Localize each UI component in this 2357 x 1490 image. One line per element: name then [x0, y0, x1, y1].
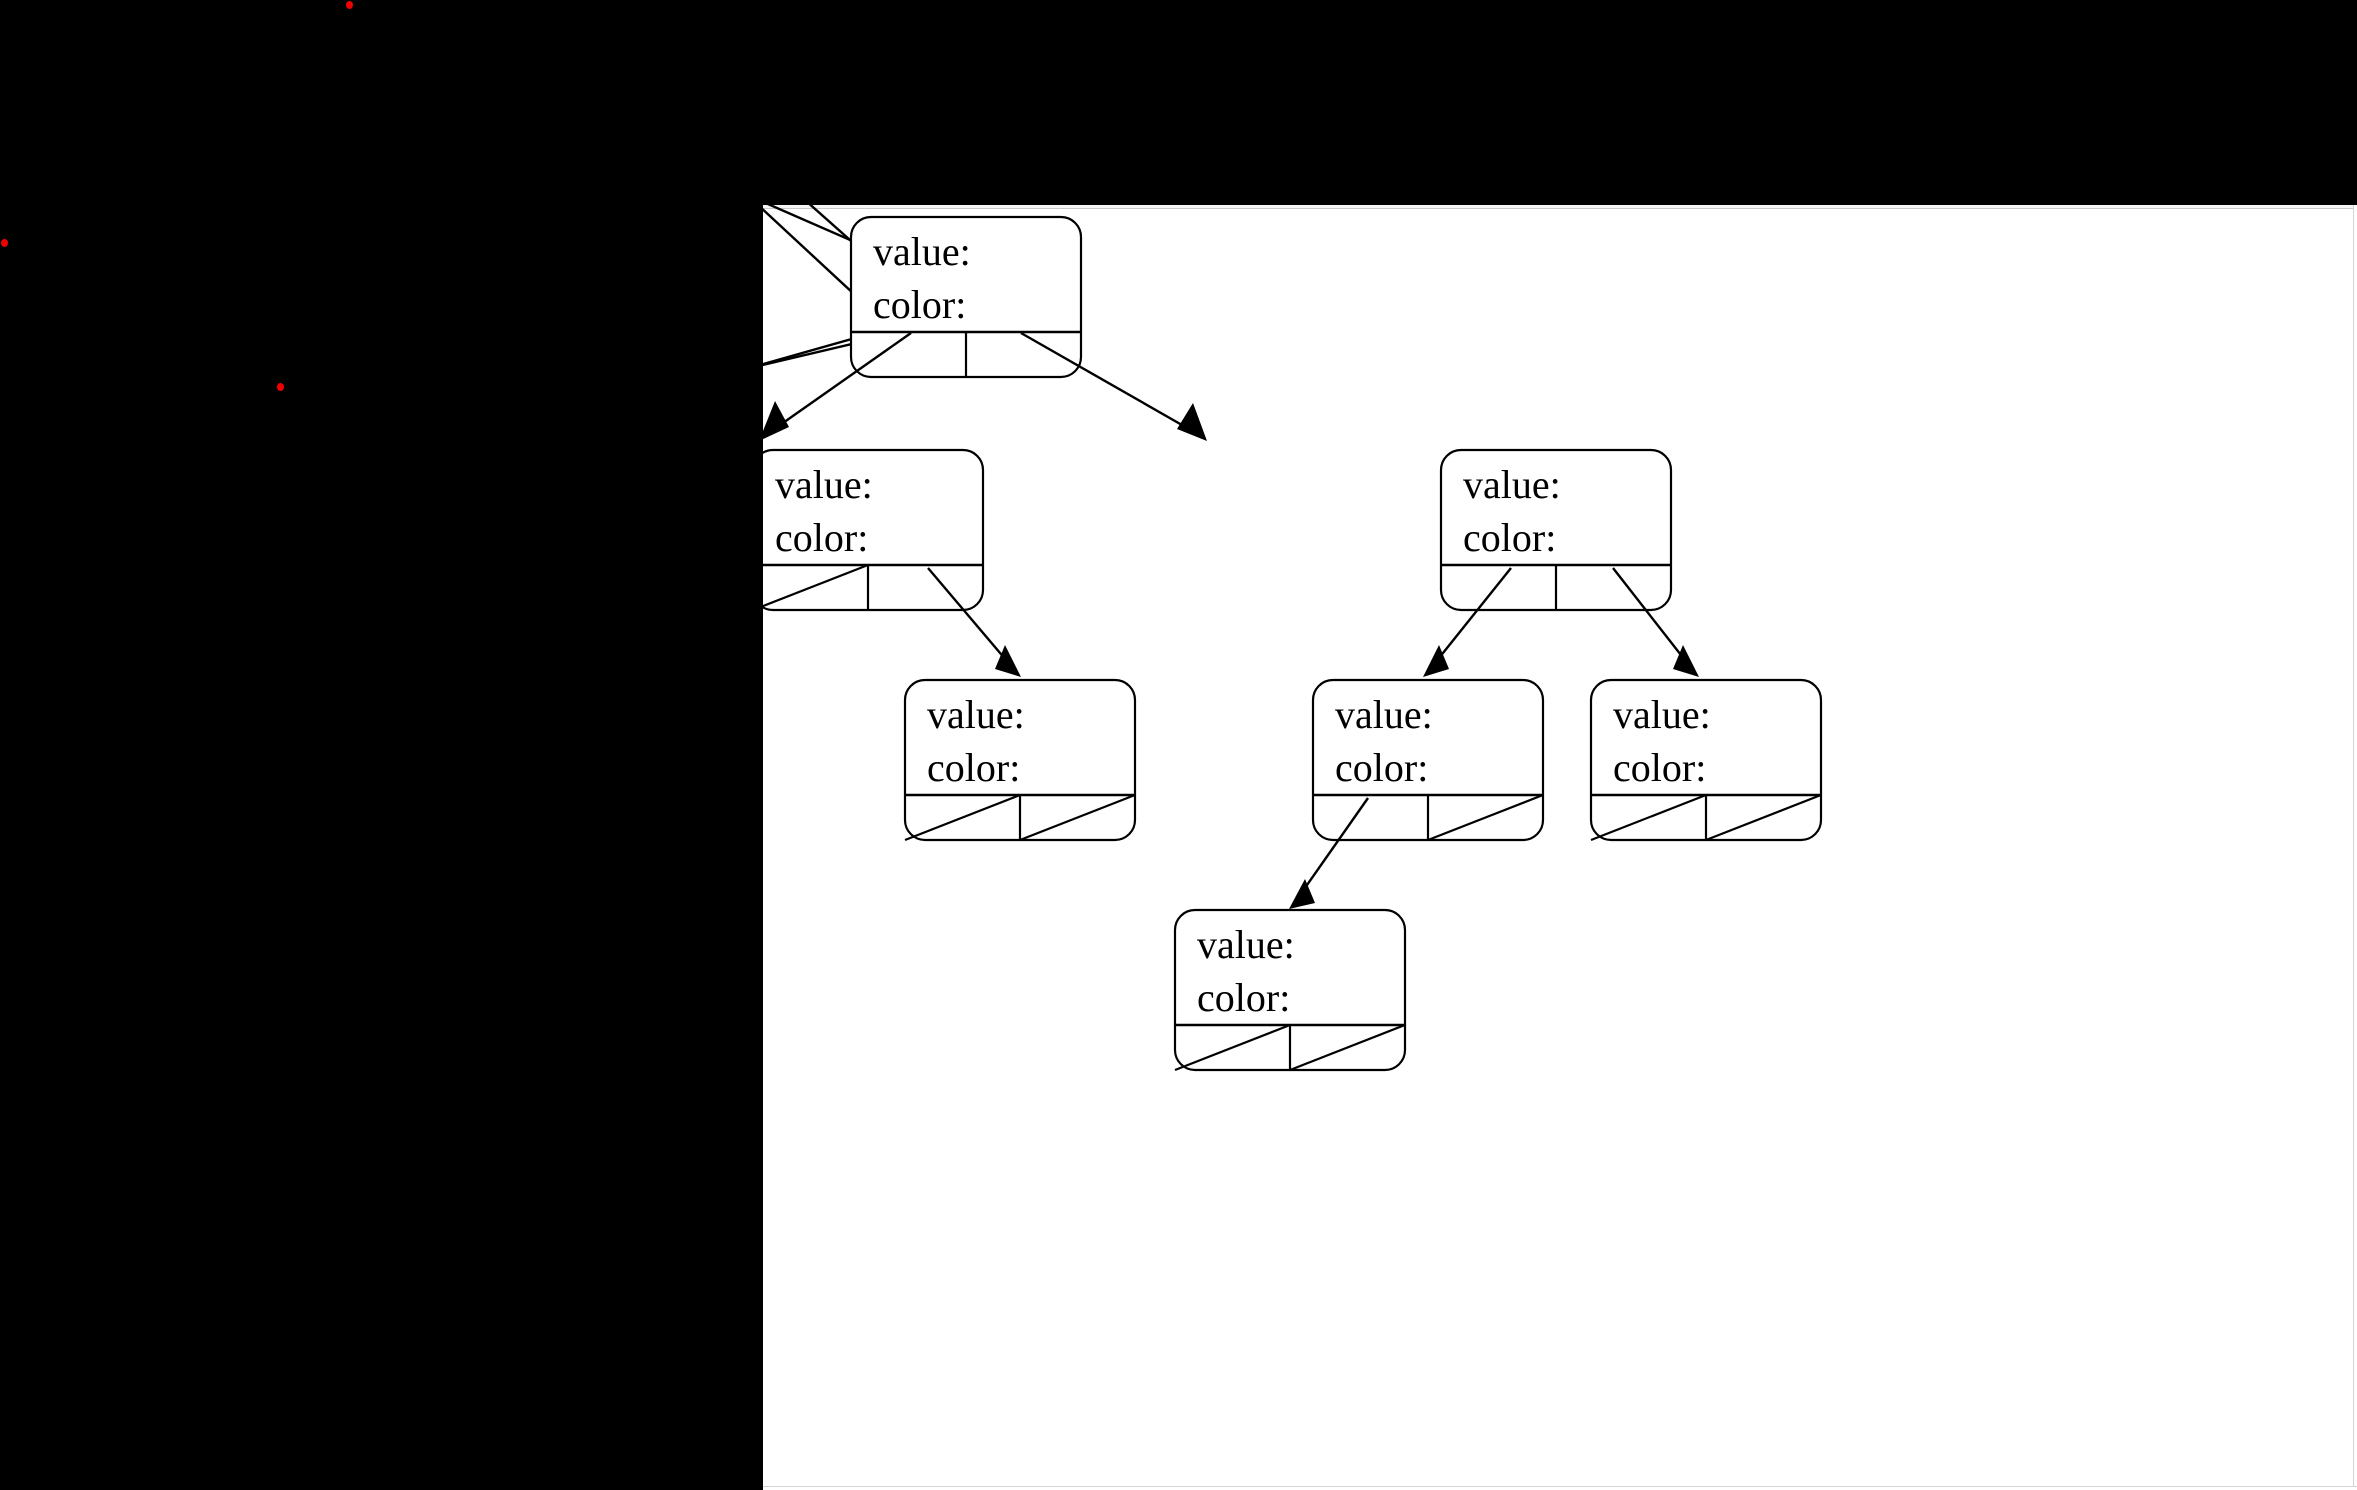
edge-rightchild-left-to-grandchild: [1423, 567, 1512, 677]
left-right-grandchild-value-label: value:: [927, 692, 1025, 737]
black-background-pane: [0, 0, 763, 1490]
left-child-color-label: color:: [775, 515, 868, 560]
edge-root-left-to-left-child: [763, 332, 912, 440]
node-left-child[interactable]: value: color:: [763, 448, 985, 612]
node-root[interactable]: value: color:: [849, 215, 1083, 379]
canvas-top-edge: [763, 205, 2357, 209]
node-left-right-grandchild[interactable]: value: color:: [903, 678, 1137, 842]
right-left-grandchild-value-label: value:: [1335, 692, 1433, 737]
edge-root-right-to-right-child: [1020, 331, 1207, 441]
right-right-grandchild-color-label: color:: [1613, 745, 1706, 790]
edge-grandchild-to-deep-leaf: [1289, 797, 1369, 909]
tree-diagram-svg: value: color: value: color:: [763, 205, 1823, 1072]
marker-dot-top: [346, 1, 353, 9]
edge-leftchild-to-grandchild: [927, 567, 1021, 677]
right-child-color-label: color:: [1463, 515, 1556, 560]
canvas-bottom-edge: [763, 1486, 2357, 1490]
diagram-canvas-panel[interactable]: value: color: value: color:: [763, 205, 2357, 1490]
marker-dot-left: [1, 239, 8, 247]
deep-leaf-value-label: value:: [1197, 922, 1295, 967]
root-value-label: value:: [873, 229, 971, 274]
edge-rightchild-right-to-grandchild: [1612, 567, 1699, 677]
canvas-right-edge: [2353, 205, 2357, 1490]
node-right-left-grandchild[interactable]: value: color:: [1311, 678, 1545, 842]
node-deep-leaf[interactable]: value: color:: [1173, 908, 1407, 1072]
right-right-grandchild-value-label: value:: [1613, 692, 1711, 737]
node-right-right-grandchild[interactable]: value: color:: [1589, 678, 1823, 842]
node-right-child[interactable]: value: color:: [1439, 448, 1673, 612]
left-right-grandchild-color-label: color:: [927, 745, 1020, 790]
right-child-value-label: value:: [1463, 462, 1561, 507]
deep-leaf-color-label: color:: [1197, 975, 1290, 1020]
right-left-grandchild-color-label: color:: [1335, 745, 1428, 790]
root-color-label: color:: [873, 282, 966, 327]
marker-dot-middle: [277, 383, 284, 391]
left-child-value-label: value:: [775, 462, 873, 507]
